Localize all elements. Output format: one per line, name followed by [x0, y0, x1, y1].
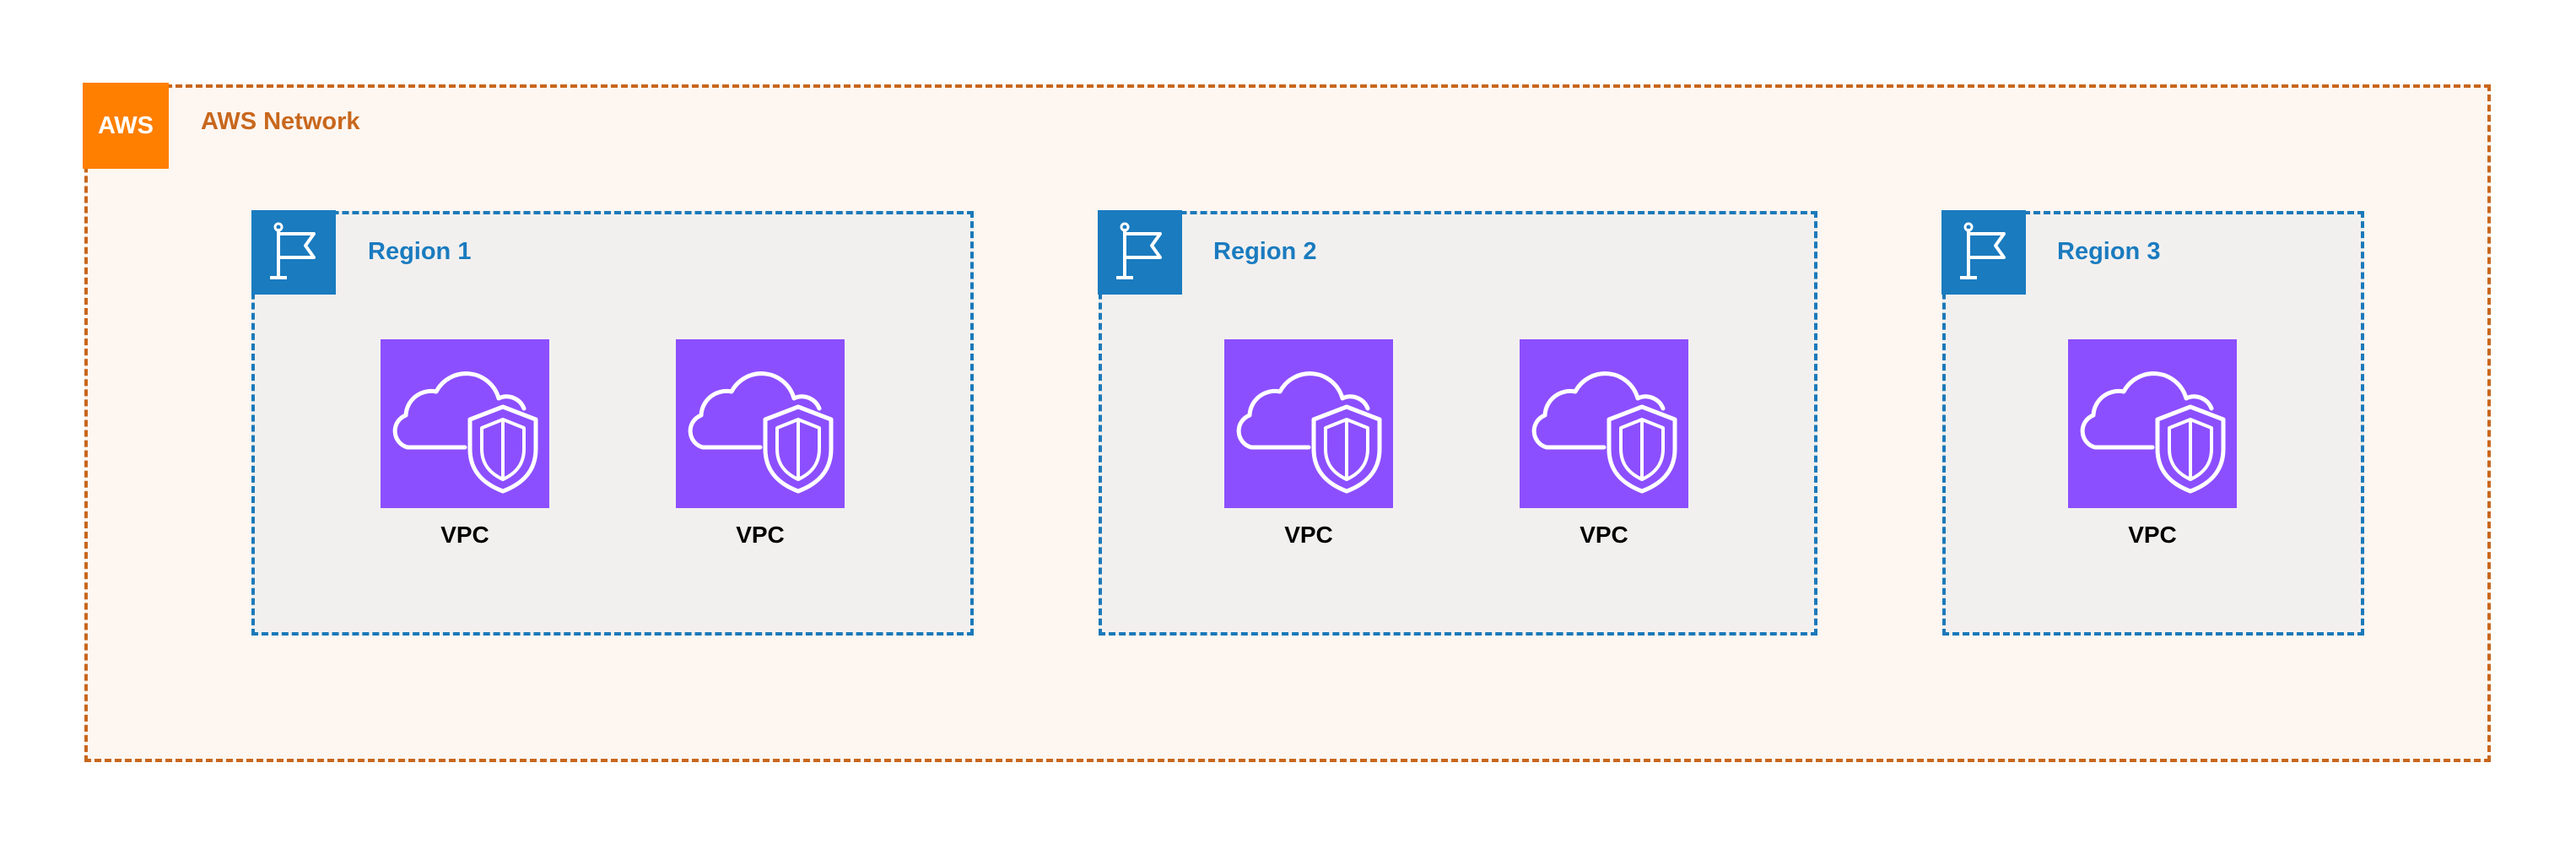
flag-icon [1941, 210, 2026, 295]
region-2-group [1099, 211, 1817, 636]
cloud-shield-icon [381, 339, 549, 508]
flag-icon [1098, 210, 1182, 295]
cloud-shield-icon [676, 339, 845, 508]
vpc-label: VPC [1580, 522, 1628, 548]
cloud-shield-icon [1224, 339, 1393, 508]
network-title: AWS Network [201, 108, 360, 135]
vpc-label: VPC [440, 522, 489, 548]
vpc-label: VPC [736, 522, 785, 548]
cloud-shield-icon [1520, 339, 1688, 508]
region-3-title: Region 3 [2057, 238, 2161, 265]
region-2-title: Region 2 [1213, 238, 1317, 265]
vpc-label: VPC [1284, 522, 1333, 548]
vpc-label: VPC [2128, 522, 2177, 548]
aws-badge: AWS [83, 83, 169, 169]
cloud-shield-icon [2068, 339, 2237, 508]
region-1-group [251, 211, 974, 636]
flag-icon [251, 210, 336, 295]
region-1-title: Region 1 [368, 238, 472, 265]
